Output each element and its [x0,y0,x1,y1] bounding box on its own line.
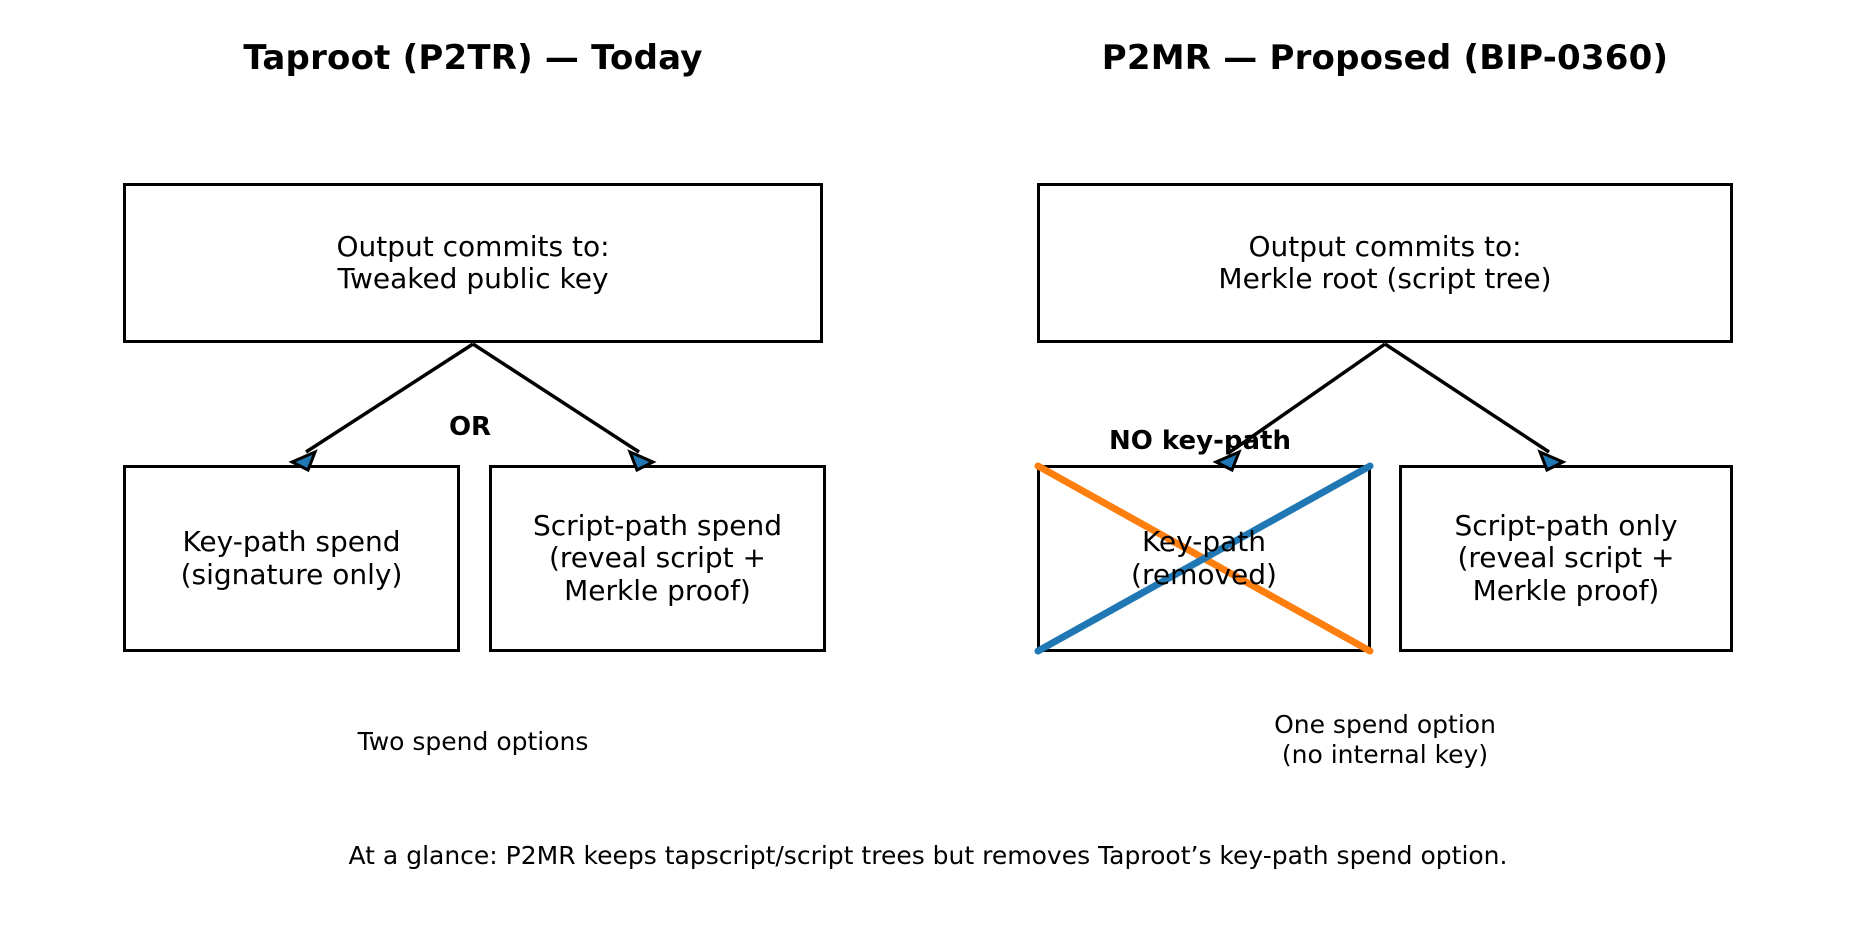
edge-label-or: OR [448,412,492,442]
root-box-taproot-label: Output commits to: Tweaked public key [336,229,610,295]
root-box-taproot: Output commits to: Tweaked public key [123,183,823,343]
leaf-box-script-path-spend-label: Script-path spend (reveal script + Merkl… [533,508,782,607]
leaf-box-key-path-spend-label: Key-path spend (signature only) [180,525,403,591]
footer-note: At a glance: P2MR keeps tapscript/script… [348,841,1508,870]
panel-title-p2mr: P2MR — Proposed (BIP-0360) [1101,38,1669,78]
caption-p2mr: One spend option (no internal key) [1274,710,1496,769]
arrow-taproot-to-script-path [472,342,657,473]
panel-title-taproot: Taproot (P2TR) — Today [243,38,703,78]
leaf-box-key-path-removed-label: Key-path (removed) [1131,525,1277,591]
arrow-taproot-to-key-path [288,342,474,473]
leaf-box-script-path-only-label: Script-path only (reveal script + Merkle… [1454,508,1678,607]
leaf-box-key-path-removed: Key-path (removed) [1037,465,1371,652]
caption-taproot: Two spend options [357,727,589,756]
leaf-box-script-path-spend: Script-path spend (reveal script + Merkl… [489,465,826,652]
root-box-p2mr: Output commits to: Merkle root (script t… [1037,183,1733,343]
leaf-box-script-path-only: Script-path only (reveal script + Merkle… [1399,465,1733,652]
edge-label-no-key-path: NO key-path [1109,426,1291,456]
root-box-p2mr-label: Output commits to: Merkle root (script t… [1218,229,1552,295]
arrow-p2mr-to-script-path-only [1384,342,1567,473]
leaf-box-key-path-spend: Key-path spend (signature only) [123,465,460,652]
